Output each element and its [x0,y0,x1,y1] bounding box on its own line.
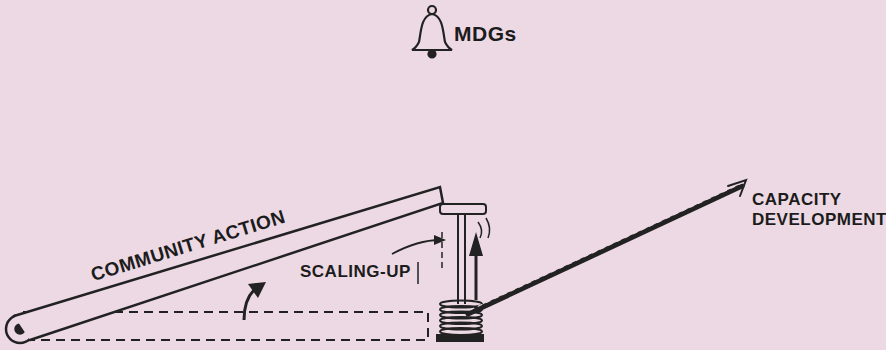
spring [440,301,482,336]
stick-texture [470,182,744,310]
spring-base [436,334,484,342]
push-arrow [469,232,483,300]
lever-label: CAPACITY DEVELOPMENT [752,190,880,229]
spring-coil [440,328,482,335]
piston-shaft [464,214,466,304]
lift-arrow [244,290,254,320]
motion-mark [478,218,490,238]
bell-knob [428,6,436,14]
lift-arrowhead [248,282,266,298]
capacity-stick [468,186,742,314]
bell [412,6,452,58]
stick-tip [728,180,746,196]
motion-mark [441,232,443,272]
push-arrow [475,252,478,300]
process-label: SCALING-UP [300,262,411,282]
motion-mark [417,262,419,284]
piston-cap [440,204,486,214]
scaling-arrowhead [434,235,446,245]
bell [412,14,452,50]
capacity-stick [468,180,746,314]
bell-clapper [429,51,436,58]
spring-base [436,334,484,342]
piston [440,204,490,304]
lift-arrow [244,282,266,320]
lever-plank [14,187,443,340]
goal-label: MDGs [454,22,517,46]
push-arrowhead [469,232,483,256]
scaling-arrow [392,240,440,254]
lever-plank [14,187,443,340]
piston-shaft [457,214,459,304]
